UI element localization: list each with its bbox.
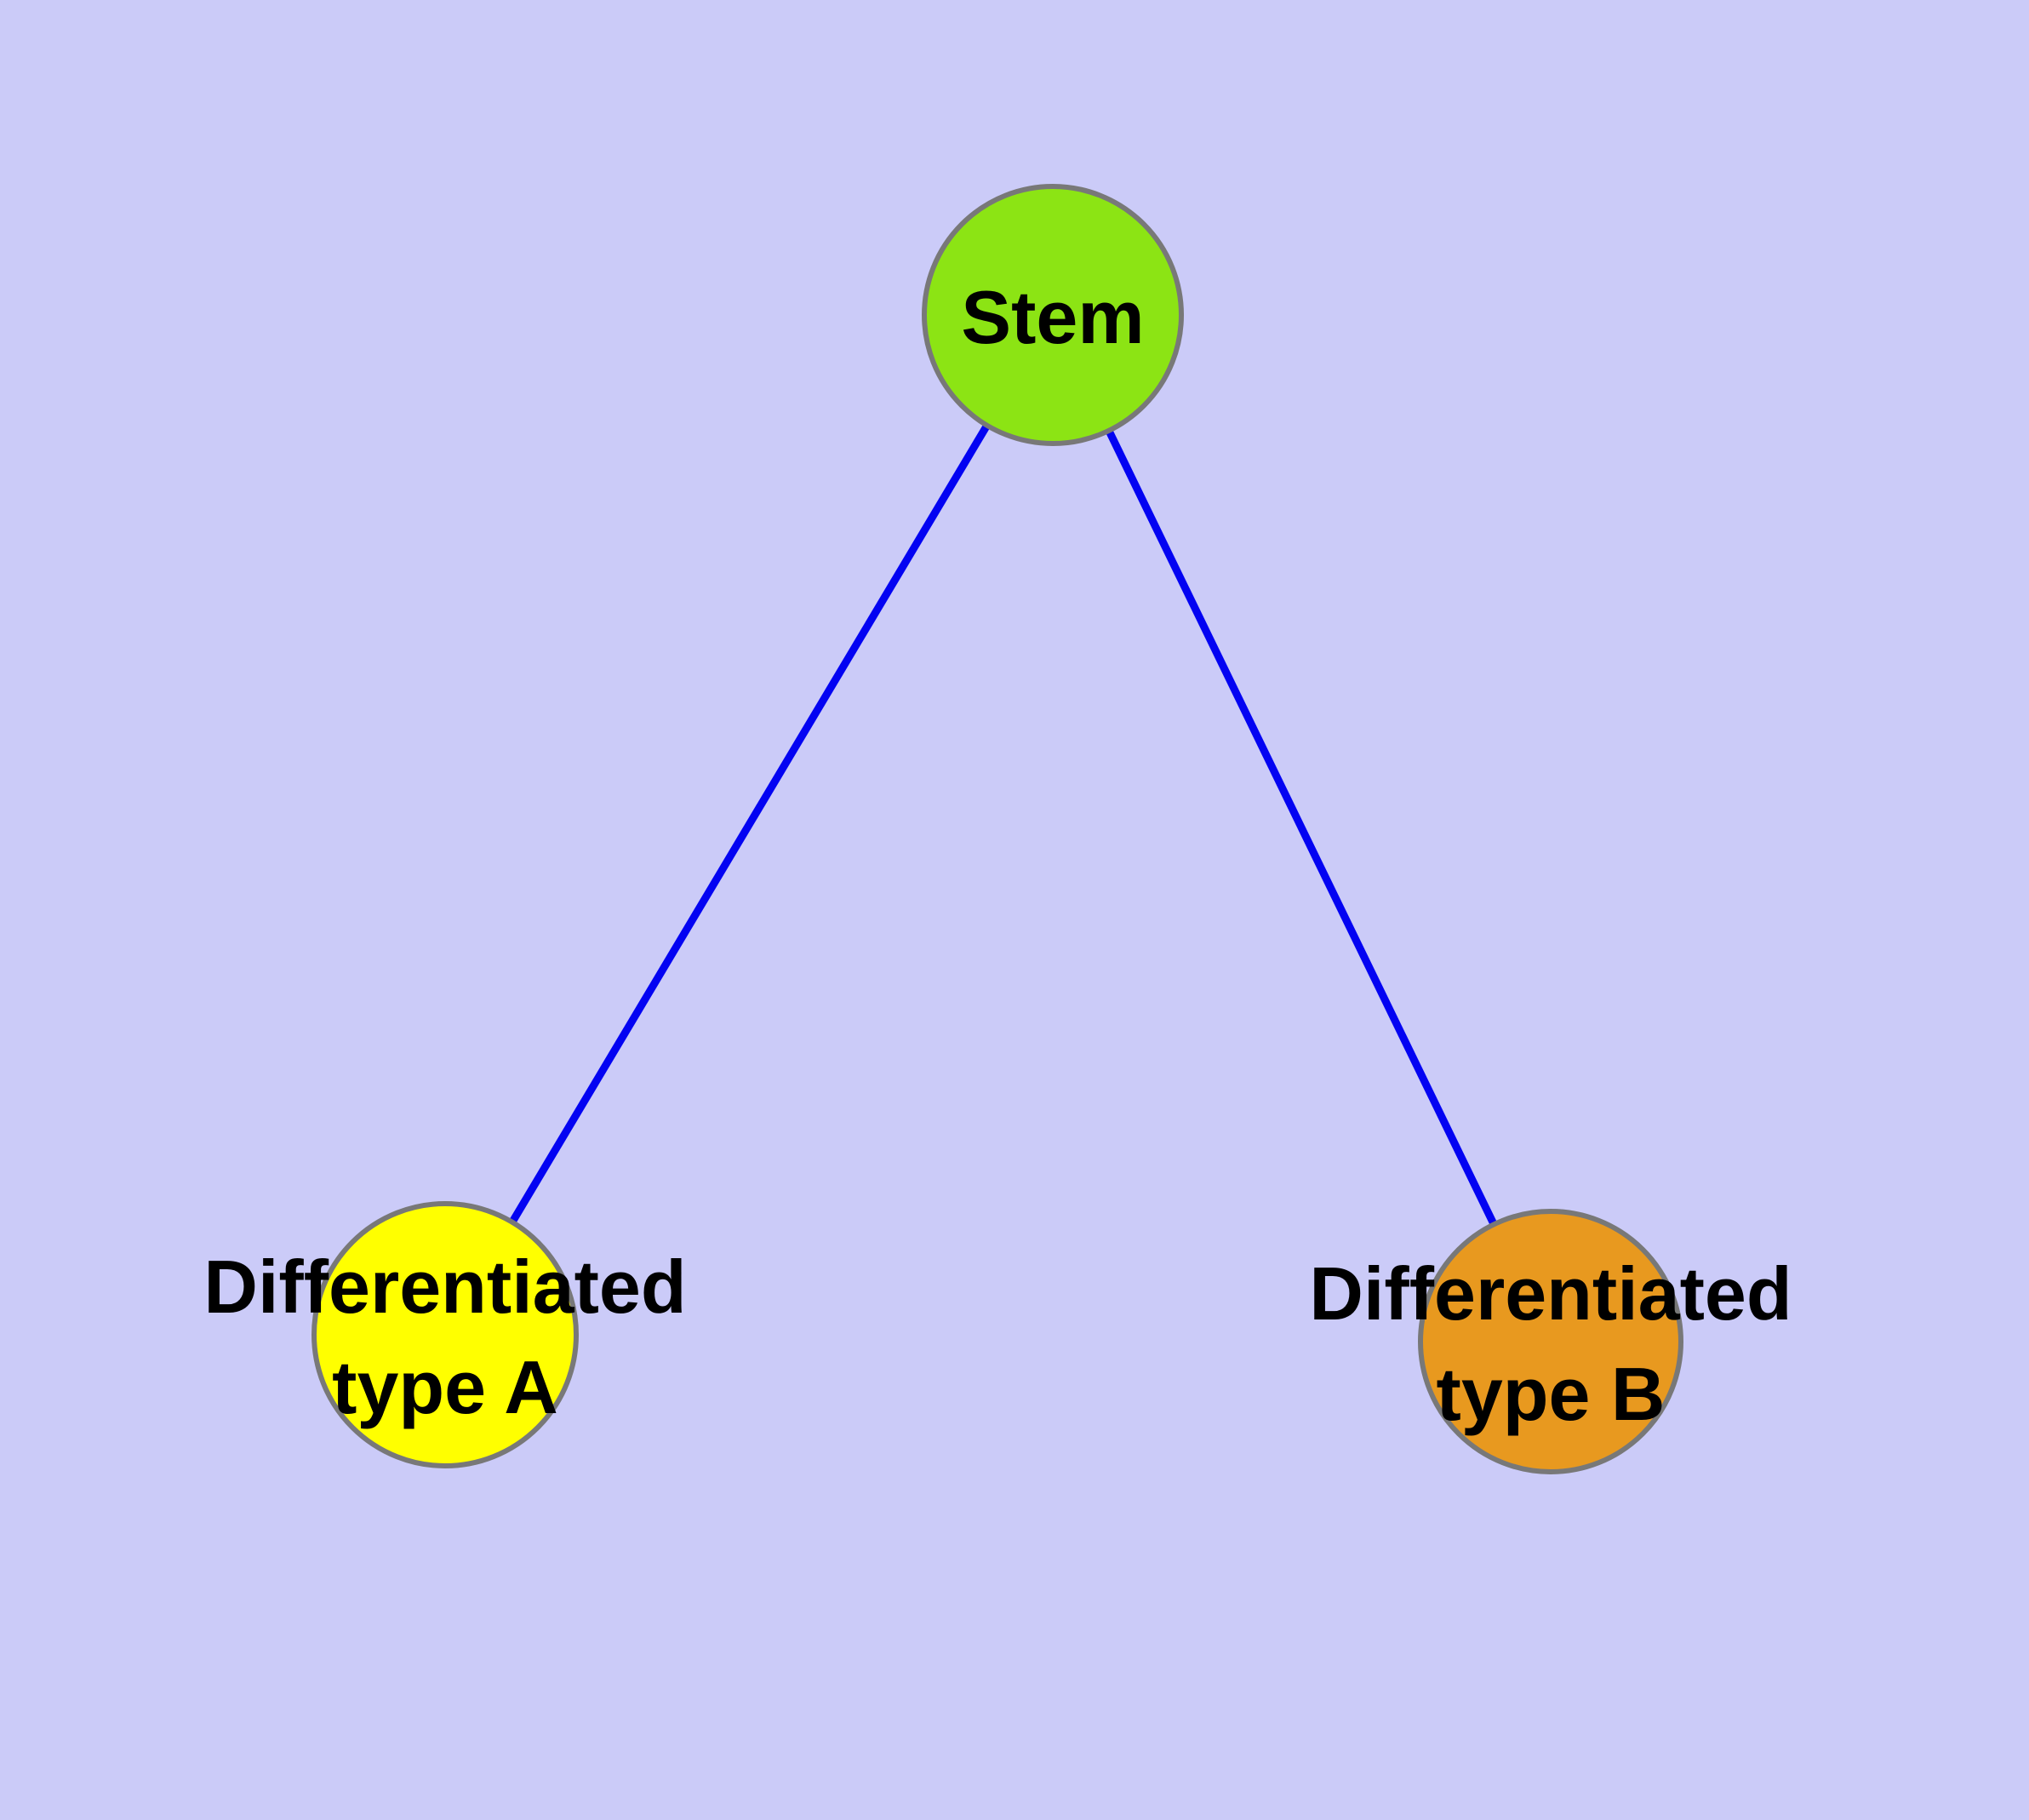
edge-stem-to-differentiated-type-b <box>1049 313 1555 1343</box>
node-stem <box>922 184 1184 446</box>
node-differentiated-type-b <box>1418 1209 1683 1474</box>
node-label-stem: Stem <box>961 275 1144 359</box>
edge-stem-to-differentiated-type-a <box>442 312 1056 1337</box>
node-differentiated-type-a <box>311 1201 579 1468</box>
